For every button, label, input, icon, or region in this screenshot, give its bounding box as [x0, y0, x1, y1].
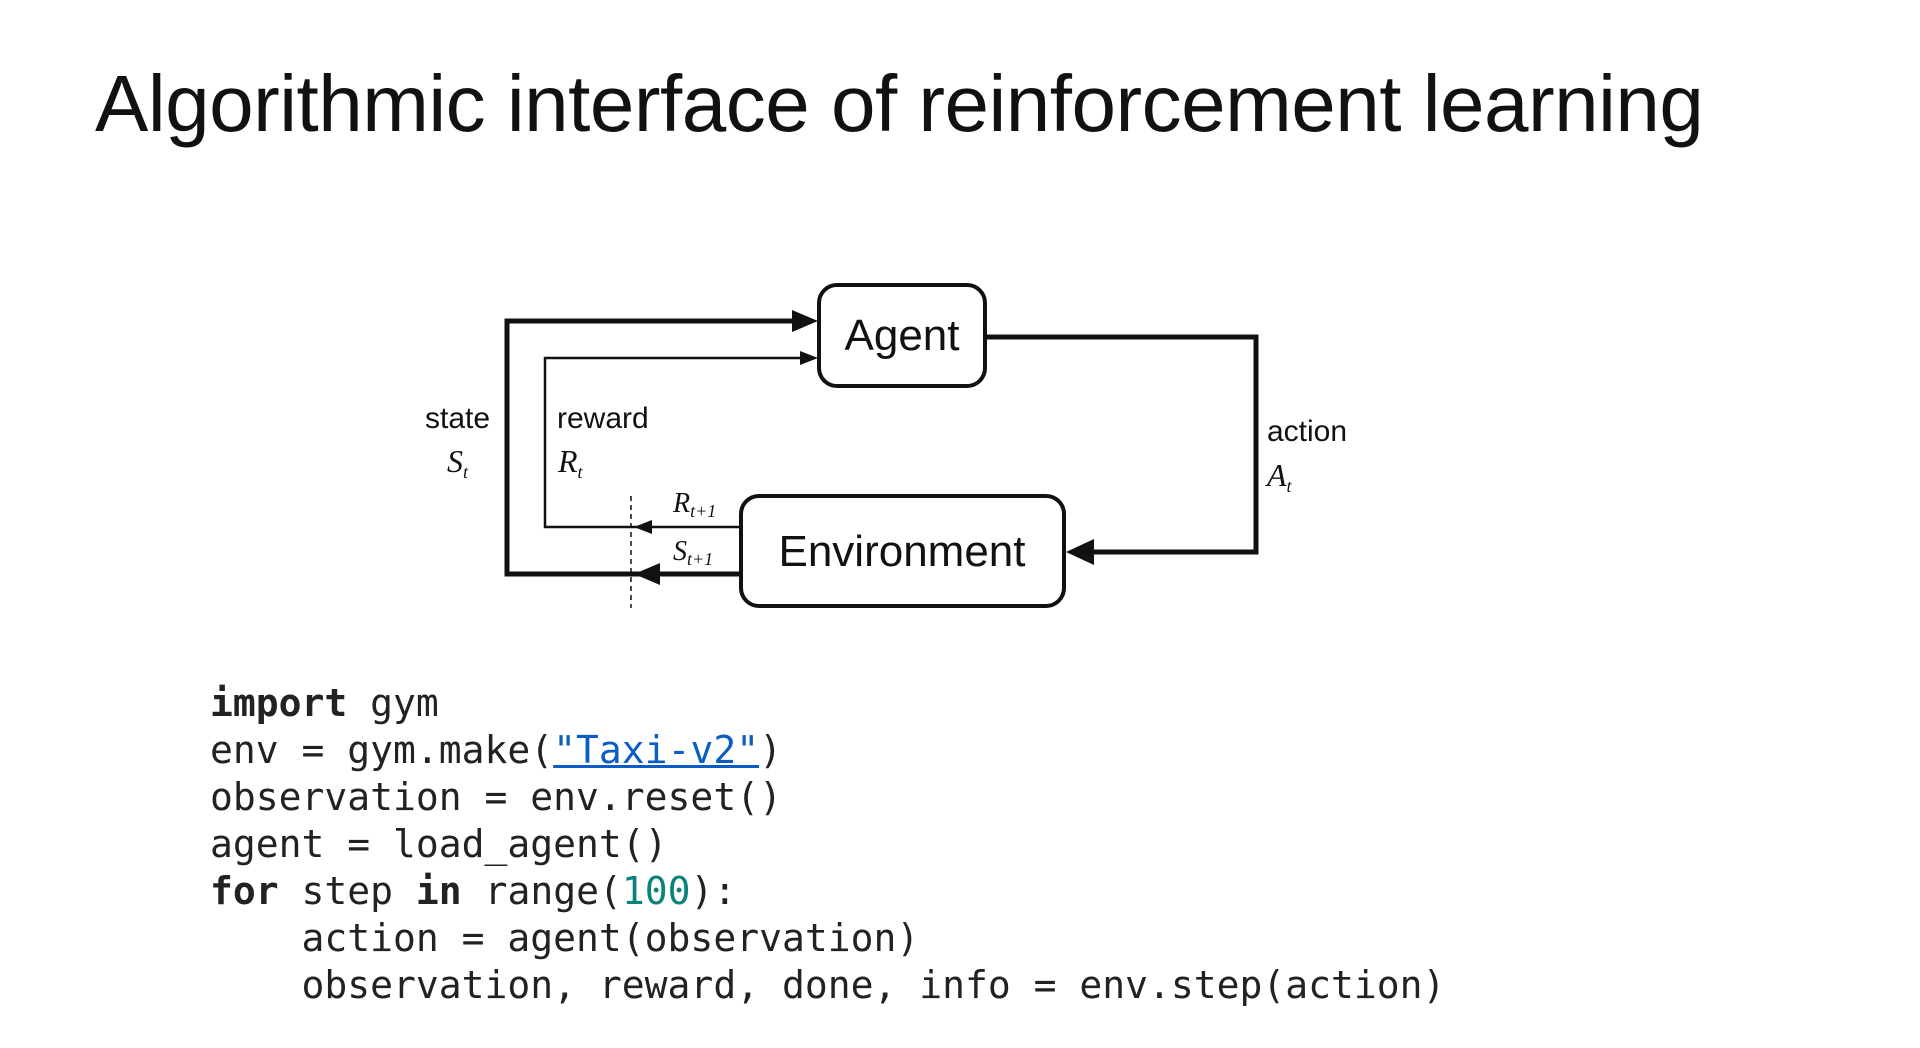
state-label: state — [425, 402, 490, 435]
code-line-7: observation, reward, done, info = env.st… — [210, 963, 1446, 1007]
code-line-6: action = agent(observation) — [210, 916, 920, 960]
reward-arrowhead — [800, 351, 818, 365]
next-reward-symbol: Rt+1 — [672, 488, 716, 521]
environment-box — [739, 494, 1066, 608]
action-label: action — [1267, 415, 1347, 448]
code-line-4: agent = load_agent() — [210, 822, 668, 866]
reward-label: reward — [557, 402, 649, 435]
action-symbol: At — [1265, 457, 1293, 496]
code-line-2: env = gym.make("Taxi-v2") — [210, 728, 782, 772]
state-arrow — [504, 318, 792, 577]
agent-label: Agent — [845, 311, 960, 360]
agent-box — [817, 283, 987, 388]
taxi-env-link[interactable]: "Taxi-v2" — [553, 728, 760, 772]
slide-title: Algorithmic interface of reinforcement l… — [95, 59, 1704, 148]
next-reward-arrowhead — [634, 520, 652, 534]
code-line-1: import gym — [210, 681, 439, 725]
next-state-symbol: St+1 — [673, 536, 713, 569]
reward-symbol: Rt — [557, 443, 584, 482]
environment-label: Environment — [778, 527, 1025, 576]
state-symbol: St — [447, 443, 469, 482]
code-line-3: observation = env.reset() — [210, 775, 782, 819]
code-line-5: for step in range(100): — [210, 869, 737, 913]
state-arrowhead — [792, 310, 818, 332]
action-arrow — [985, 334, 1259, 555]
action-arrowhead — [1066, 539, 1094, 565]
next-state-arrowhead — [634, 563, 660, 585]
